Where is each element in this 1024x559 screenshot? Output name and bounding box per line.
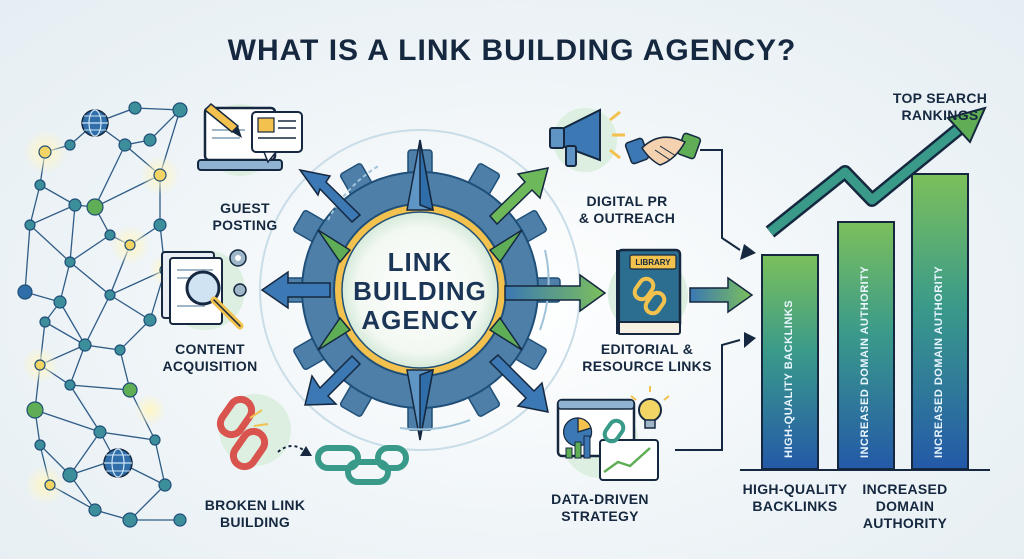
globe-icon (81, 109, 109, 137)
connector-arrowhead (744, 332, 756, 348)
handshake-icon (624, 132, 702, 166)
page-title: WHAT IS A LINK BUILDING AGENCY? (227, 34, 797, 67)
radiating-arrows (260, 167, 607, 413)
growth-bars (740, 173, 990, 471)
library-book-icon: LIBRARY (608, 248, 688, 335)
label-line: POSTING (212, 217, 278, 233)
label-line: HIGH-QUALITY (742, 481, 848, 497)
label-line: BUILDING (219, 514, 291, 530)
connector-arrowhead (740, 244, 756, 260)
editorial-label: EDITORIAL & RESOURCE LINKS (572, 341, 722, 375)
center-hub (259, 129, 581, 451)
backlinks-caption: HIGH-QUALITY BACKLINKS (735, 481, 855, 515)
broken-link-icon (216, 394, 409, 485)
label-line: STRATEGY (561, 508, 639, 524)
digital-pr-label: DIGITAL PR & OUTREACH (572, 193, 682, 227)
label-line: INCREASED (862, 481, 948, 497)
center-label-line: LINK (387, 247, 453, 277)
label-line: RESOURCE LINKS (582, 358, 712, 374)
label-line: BACKLINKS (752, 498, 838, 514)
label-line: DIGITAL PR (586, 193, 668, 209)
label-line: BROKEN LINK (204, 497, 306, 513)
digital-pr-icon (549, 108, 625, 172)
label-line: DOMAIN (875, 498, 935, 514)
label-line: DATA-DRIVEN (551, 491, 649, 507)
label-line: RANKINGS (901, 107, 979, 123)
connector-lines (675, 149, 741, 451)
content-acquisition-icon (161, 249, 247, 330)
book-label: LIBRARY (635, 258, 671, 267)
label-line: & OUTREACH (578, 210, 676, 226)
center-label-line: AGENCY (361, 305, 479, 335)
label-line: AUTHORITY (862, 515, 948, 531)
guest-posting-label: GUEST POSTING (200, 200, 290, 234)
globe-icon (103, 448, 133, 478)
editorial-arrow (689, 276, 754, 314)
content-acquisition-label: CONTENT ACQUISITION (150, 341, 270, 375)
center-label: LINK BUILDING AGENCY (340, 248, 500, 335)
domain-authority-caption: INCREASED DOMAIN AUTHORITY (845, 481, 965, 532)
top-rankings-label: TOP SEARCH RANKINGS (880, 90, 1000, 124)
label-line: TOP SEARCH (892, 90, 988, 106)
label-line: EDITORIAL & (600, 341, 694, 357)
data-driven-icon (556, 386, 670, 481)
label-line: CONTENT (175, 341, 245, 357)
data-driven-label: DATA-DRIVEN STRATEGY (545, 491, 655, 525)
broken-link-label: BROKEN LINK BUILDING (195, 497, 315, 531)
trend-arrow (765, 106, 987, 238)
bar-label-backlinks: HIGH-QUALITY BACKLINKS (783, 299, 795, 458)
label-line: ACQUISITION (162, 358, 258, 374)
guest-posting-icon (197, 102, 303, 176)
center-label-line: BUILDING (353, 276, 487, 306)
bar-label-authority-2: INCREASED DOMAIN AUTHORITY (933, 265, 945, 458)
bar-label-authority: INCREASED DOMAIN AUTHORITY (859, 265, 871, 458)
label-line: GUEST (220, 200, 270, 216)
